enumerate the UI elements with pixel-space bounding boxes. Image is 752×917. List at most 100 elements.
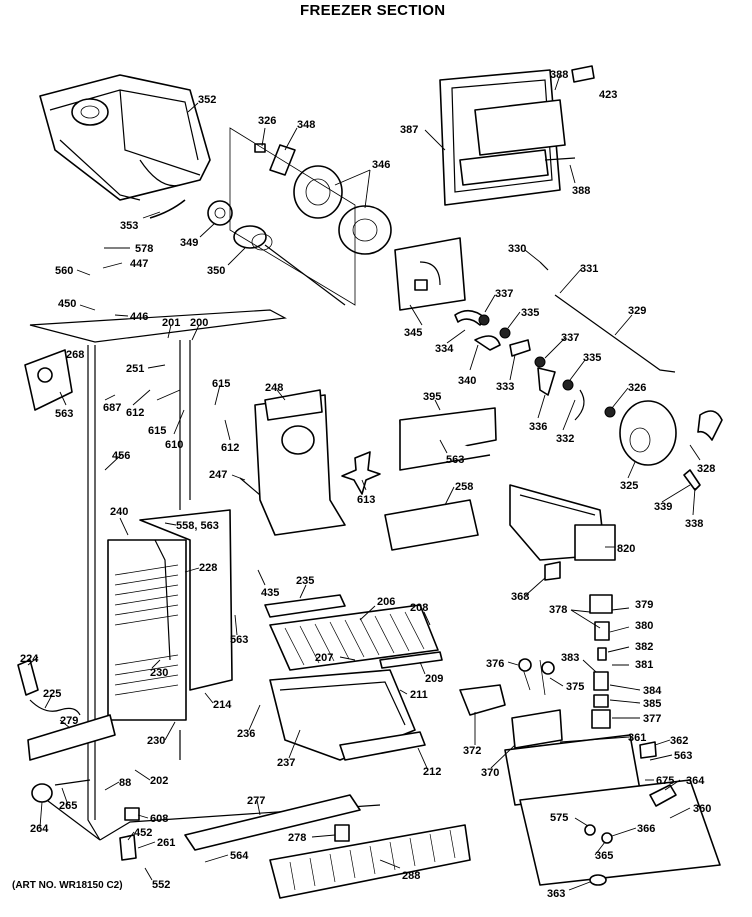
leader-lines: [27, 74, 701, 891]
label-446: 446: [130, 311, 148, 323]
control-panel-drawing: [384, 407, 497, 551]
label-261: 261: [157, 837, 175, 849]
label-375: 375: [566, 681, 584, 693]
ice-maker-housing-drawing: [239, 389, 346, 536]
label-230-top: 230: [150, 667, 168, 679]
label-385: 385: [643, 698, 661, 710]
auger-parts-drawing: [149, 127, 392, 306]
label-613: 613: [357, 494, 375, 506]
label-325: 325: [620, 480, 638, 492]
label-368: 368: [511, 591, 529, 603]
label-352: 352: [198, 94, 216, 106]
label-288: 288: [402, 870, 420, 882]
label-224: 224: [20, 653, 39, 665]
label-456: 456: [112, 450, 130, 462]
label-202: 202: [150, 775, 168, 787]
label-348: 348: [297, 119, 315, 131]
label-380: 380: [635, 620, 653, 632]
label-378: 378: [549, 604, 567, 616]
label-612-right: 612: [221, 442, 239, 454]
label-564: 564: [230, 850, 249, 862]
label-331: 331: [580, 263, 598, 275]
label-235: 235: [296, 575, 314, 587]
label-350: 350: [207, 265, 225, 277]
label-264: 264: [30, 823, 49, 835]
bottom-parts-drawing: [17, 659, 471, 899]
label-370: 370: [481, 767, 499, 779]
label-240: 240: [110, 506, 128, 518]
fan-blade-drawing: [341, 451, 381, 495]
label-336: 336: [529, 421, 547, 433]
label-335-middle: 335: [583, 352, 601, 364]
label-384: 384: [643, 685, 662, 697]
label-208: 208: [410, 602, 428, 614]
label-563-panel: 563: [446, 454, 464, 466]
label-575: 575: [550, 812, 568, 824]
label-335-top: 335: [521, 307, 539, 319]
label-447: 447: [130, 258, 148, 270]
label-687: 687: [103, 402, 121, 414]
label-388-bottom: 388: [572, 185, 590, 197]
freezer-basket-drawing: [269, 669, 426, 761]
label-329: 329: [628, 305, 646, 317]
label-333: 333: [496, 381, 514, 393]
label-362: 362: [670, 735, 688, 747]
label-201: 201: [162, 317, 180, 329]
label-435: 435: [261, 587, 279, 599]
label-552: 552: [152, 879, 170, 891]
label-206: 206: [377, 596, 395, 608]
evaporator-drawing: [107, 509, 233, 721]
label-388-top: 388: [550, 69, 568, 81]
label-345: 345: [404, 327, 422, 339]
diagram-title: FREEZER SECTION: [300, 2, 445, 19]
label-334: 334: [435, 343, 454, 355]
label-608: 608: [150, 813, 168, 825]
label-237: 237: [277, 757, 295, 769]
label-247: 247: [209, 469, 227, 481]
label-610: 610: [165, 439, 183, 451]
label-558-563: 558, 563: [176, 520, 219, 532]
linkage-parts-drawing: [454, 261, 723, 491]
dispenser-door-drawing: [439, 65, 595, 206]
label-326-right: 326: [628, 382, 646, 394]
art-number: (ART NO. WR18150 C2): [12, 880, 123, 891]
label-675: 675: [656, 775, 674, 787]
label-450: 450: [58, 298, 76, 310]
label-248: 248: [265, 382, 283, 394]
label-452: 452: [134, 827, 152, 839]
label-377: 377: [643, 713, 661, 725]
label-615-left: 615: [148, 425, 166, 437]
label-212: 212: [423, 766, 441, 778]
label-268: 268: [66, 349, 84, 361]
label-563-left: 563: [55, 408, 73, 420]
label-364: 364: [686, 775, 705, 787]
label-338: 338: [685, 518, 703, 530]
label-612-left: 612: [126, 407, 144, 419]
label-346: 346: [372, 159, 390, 171]
label-395: 395: [423, 391, 441, 403]
label-277: 277: [247, 795, 265, 807]
label-387: 387: [400, 124, 418, 136]
label-279: 279: [60, 715, 78, 727]
ice-bucket-drawing: [39, 74, 211, 201]
label-349: 349: [180, 237, 198, 249]
label-382: 382: [635, 641, 653, 653]
label-228: 228: [199, 562, 217, 574]
label-363: 363: [547, 888, 565, 900]
motor-bracket-drawing: [394, 237, 466, 311]
label-337-top: 337: [495, 288, 513, 300]
label-563-evaporator: 563: [230, 634, 248, 646]
label-337-middle: 337: [561, 332, 579, 344]
label-381: 381: [635, 659, 653, 671]
label-326: 326: [258, 115, 276, 127]
label-376: 376: [486, 658, 504, 670]
label-236: 236: [237, 728, 255, 740]
label-353: 353: [120, 220, 138, 232]
label-560: 560: [55, 265, 73, 277]
label-209: 209: [425, 673, 443, 685]
label-361: 361: [628, 732, 646, 744]
label-251: 251: [126, 363, 144, 375]
part-labels: 352 326 348 346 388 423 387 388 353 349 …: [20, 69, 715, 900]
label-360: 360: [693, 803, 711, 815]
